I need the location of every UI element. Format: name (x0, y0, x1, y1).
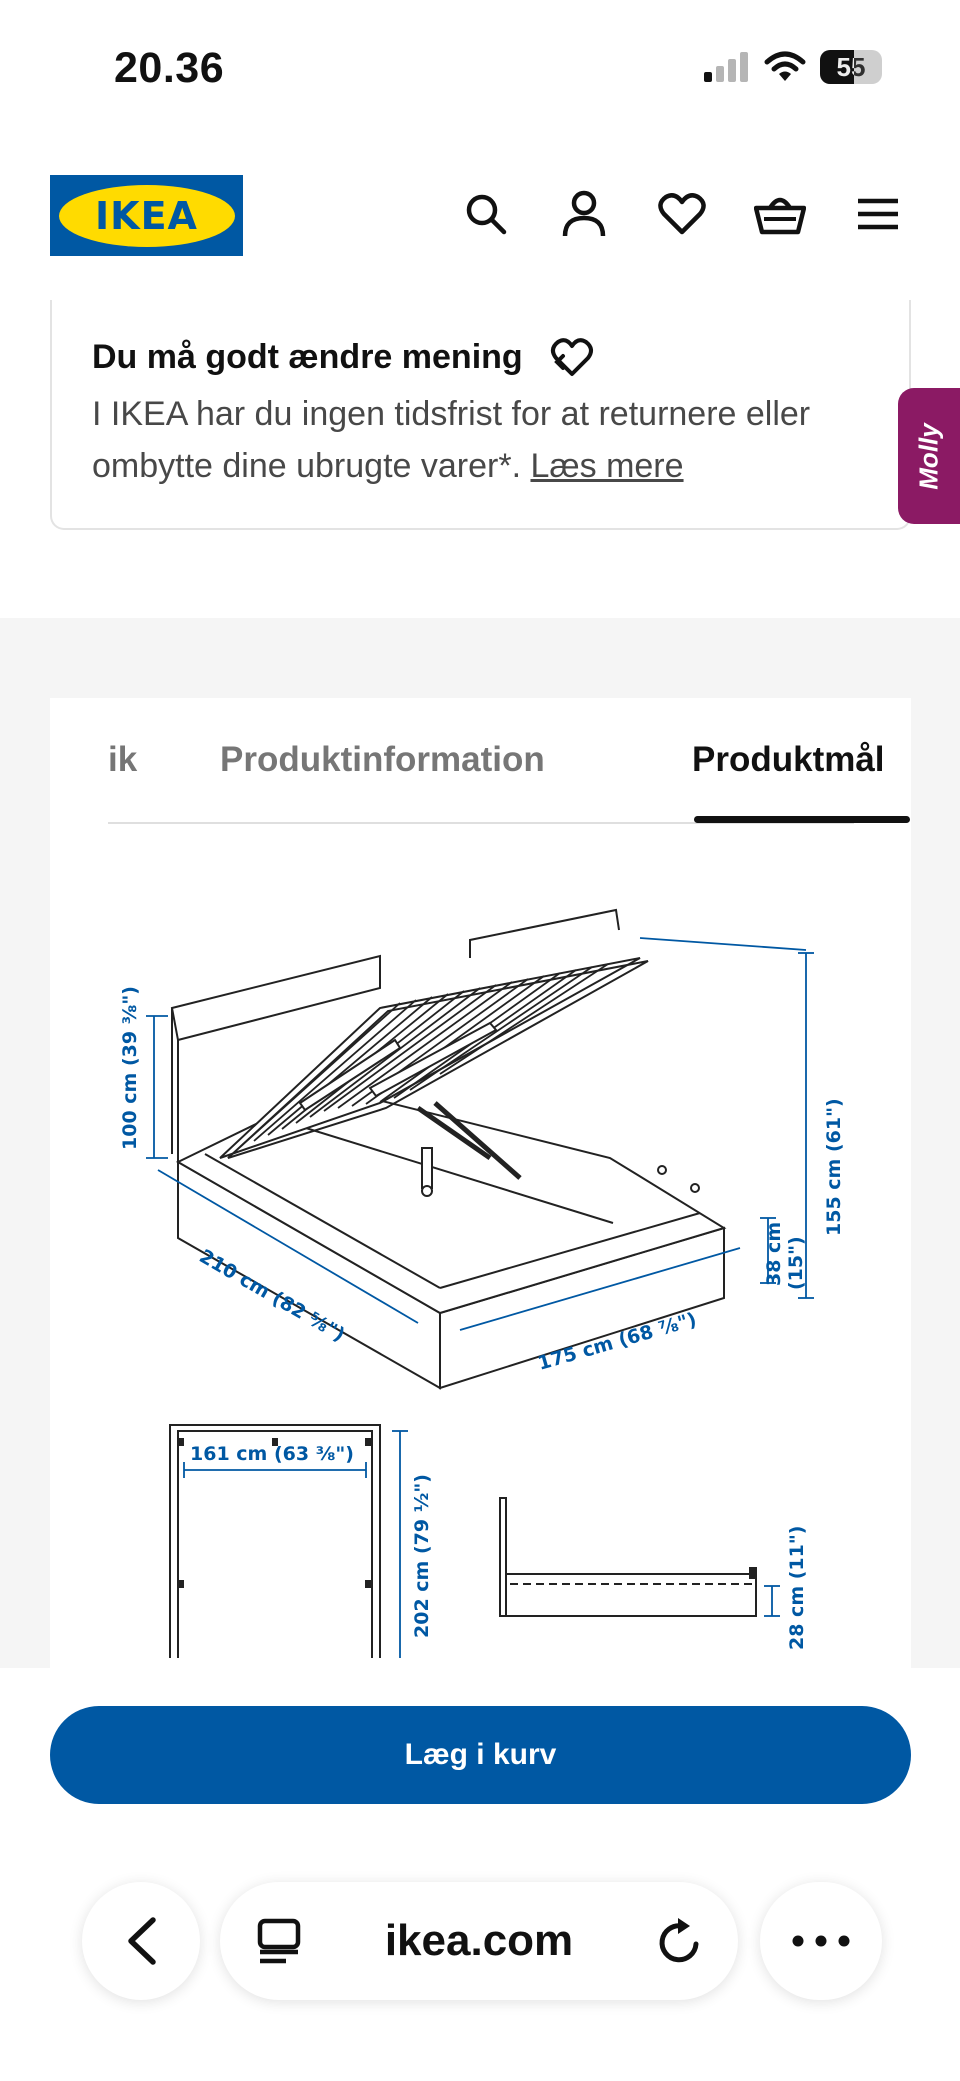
frame-height-inch-label: (15") (785, 1236, 807, 1290)
return-policy-title-row: Du må godt ændre mening (92, 336, 595, 378)
header-actions (460, 188, 904, 240)
more-icon (792, 1935, 850, 1947)
total-height-label: 155 cm (61") (823, 1098, 845, 1236)
cellular-signal-icon (704, 52, 748, 82)
tab-product-information[interactable]: Produktinformation (220, 740, 545, 779)
top-view (169, 1424, 381, 1658)
dimension-lines (146, 937, 814, 1331)
heart-icon[interactable] (656, 188, 708, 240)
active-tab-indicator (694, 816, 910, 823)
return-policy-card: Du må godt ændre mening I IKEA har du in… (50, 300, 911, 530)
bed-drawing (170, 908, 727, 1390)
more-options-button[interactable] (760, 1882, 882, 2000)
menu-icon[interactable] (852, 188, 904, 240)
user-icon[interactable] (558, 188, 610, 240)
dimension-diagram: 100 cm (39 ⅜") 155 cm (61") 38 cm (15") … (119, 908, 845, 1658)
headboard-height-label: 100 cm (39 ⅜") (119, 986, 141, 1150)
chevron-left-icon (128, 1917, 156, 1965)
add-to-cart-bar: Læg i kurv (0, 1668, 960, 2081)
address-bar[interactable]: ikea.com (220, 1882, 738, 2000)
logo-text: IKEA (95, 193, 198, 238)
tab-overview[interactable]: ik (108, 740, 138, 779)
return-policy-body: I IKEA har du ingen tidsfrist for at ret… (92, 395, 811, 485)
top-view-dimension-lines (183, 1430, 408, 1658)
tab-product-dimensions[interactable]: Produktmål (692, 740, 885, 779)
side-view (499, 1497, 757, 1617)
reload-icon[interactable] (656, 1916, 704, 1966)
status-icons: 55 (704, 50, 882, 84)
underbed-clearance-label: 28 cm (11") (786, 1526, 808, 1650)
mattress-width-label: 161 cm (63 ⅜") (190, 1443, 354, 1465)
site-header: IKEA (0, 160, 960, 270)
molly-chat-tab[interactable]: Molly (898, 388, 960, 524)
tabs-icon[interactable] (256, 1918, 302, 1964)
product-tabs: ik Produktinformation Produktmål (108, 698, 910, 824)
return-policy-text: I IKEA har du ingen tidsfrist for at ret… (92, 388, 892, 492)
read-more-link[interactable]: Læs mere (530, 447, 684, 485)
wifi-icon (764, 51, 806, 81)
url-text: ikea.com (384, 1916, 574, 1965)
browser-toolbar: ikea.com (0, 1882, 960, 2002)
status-time: 20.36 (114, 44, 225, 92)
product-details-section: ik Produktinformation Produktmål (0, 618, 960, 1668)
molly-label: Molly (913, 422, 944, 490)
add-to-cart-button[interactable]: Læg i kurv (50, 1706, 911, 1804)
back-button[interactable] (82, 1882, 200, 2000)
product-details-card: ik Produktinformation Produktmål (50, 698, 911, 1668)
return-policy-title: Du må godt ændre mening (92, 337, 523, 376)
mattress-length-label: 202 cm (79 ½") (411, 1474, 433, 1638)
heart-return-icon (550, 338, 593, 376)
battery-level: 55 (836, 51, 866, 82)
side-view-dimension-lines (764, 1585, 780, 1617)
status-bar: 20.36 55 (0, 0, 960, 140)
search-icon[interactable] (460, 188, 512, 240)
ikea-logo[interactable]: IKEA (50, 175, 243, 256)
battery-indicator: 55 (820, 50, 882, 84)
basket-icon[interactable] (754, 188, 806, 240)
frame-height-label: 38 cm (763, 1222, 785, 1286)
